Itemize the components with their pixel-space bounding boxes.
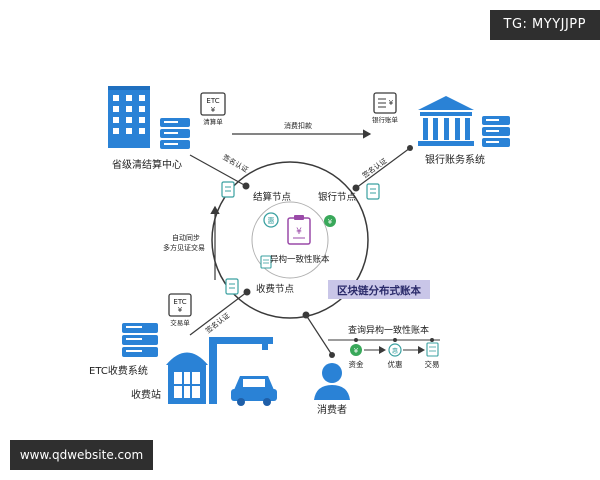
label-sign-auth-top-right: 签名认证: [361, 156, 389, 180]
query-dot-2: [393, 338, 397, 342]
bank-sheet-icon: ¥: [373, 92, 397, 114]
svg-text:¥: ¥: [389, 99, 394, 107]
document-icon-top-right: [366, 183, 380, 200]
toll-gate-arm-icon: [209, 337, 273, 404]
svg-text:¥: ¥: [211, 106, 216, 114]
svg-text:惠: 惠: [268, 216, 275, 225]
watermark-bottom-badge: www.qdwebsite.com: [10, 440, 153, 470]
document-icon-bottom-left: [225, 278, 239, 295]
discount-coin-icon: 惠: [263, 212, 279, 228]
edge-center-to-ring: [189, 154, 247, 187]
ledger-banner: 区块链分布式账本: [337, 284, 421, 297]
label-bank-sheet: 银行账单: [372, 115, 399, 124]
ledger-clipboard-icon: ¥: [287, 215, 311, 245]
label-funds: 资金: [349, 359, 364, 369]
bank-dot: [407, 145, 413, 151]
yuan-coin-icon: ¥: [324, 215, 336, 227]
query-dot-1: [354, 338, 358, 342]
label-bank-system: 银行账务系统: [425, 153, 485, 166]
label-sign-auth-top-left: 签名认证: [221, 152, 250, 174]
label-toll-station: 收费站: [131, 388, 161, 401]
label-auto-sync-line1: 自动同步: [172, 233, 200, 242]
bank-building-icon: [418, 96, 474, 146]
discount-icon: 惠: [388, 343, 402, 357]
clearing-sheet-icon: ETC ¥: [200, 92, 226, 116]
watermark-top-badge: TG: MYYJJPP: [489, 10, 600, 40]
transaction-sheet-icon: ETC ¥: [168, 293, 192, 317]
edge-bank-to-ring: [355, 147, 411, 189]
label-transaction: 交易: [425, 359, 440, 369]
label-transaction-sheet: 交易单: [170, 318, 190, 327]
transaction-doc-icon: [426, 342, 439, 357]
label-bank-node: 银行节点: [318, 191, 357, 203]
label-etc-system: ETC收费系统: [89, 364, 148, 377]
svg-text:¥: ¥: [328, 218, 333, 226]
consumer-person-icon: [314, 363, 350, 400]
document-icon-top-left: [221, 181, 235, 198]
label-consumption-deduction: 消费扣款: [284, 121, 312, 130]
inner-ledger-ring: [251, 201, 329, 279]
svg-text:ETC: ETC: [173, 298, 186, 306]
label-settlement-node: 结算节点: [253, 191, 292, 203]
svg-text:¥: ¥: [178, 306, 183, 314]
toll-booth-icon: [166, 352, 208, 404]
car-icon: [231, 376, 277, 406]
transaction-doc-small-icon: [260, 255, 272, 269]
label-auto-sync-line2: 多方见证交易: [163, 243, 205, 252]
label-query-title: 查询异构一致性账本: [348, 324, 429, 336]
server-icon-center: [160, 118, 190, 149]
label-discount: 优惠: [388, 359, 403, 369]
svg-text:¥: ¥: [354, 347, 359, 355]
edge-consumer-to-ring: [305, 314, 333, 356]
label-clearing-sheet: 清算单: [203, 117, 223, 126]
edge-etc-to-ring: [189, 291, 248, 336]
server-icon-etc: [122, 323, 158, 357]
svg-text:¥: ¥: [296, 227, 302, 237]
ledger-banner-bg: [328, 280, 430, 299]
label-center-ledger: 异构一致性账本: [270, 254, 330, 265]
blockchain-ring: [211, 161, 369, 319]
server-icon-bank: [482, 116, 510, 147]
consumer-dot: [329, 352, 335, 358]
building-icon: [108, 86, 150, 148]
svg-text:惠: 惠: [392, 347, 398, 355]
label-consumer: 消费者: [317, 403, 347, 416]
svg-text:ETC: ETC: [206, 97, 219, 105]
label-provincial-center: 省级清结算中心: [112, 158, 182, 171]
funds-coin-icon: ¥: [350, 344, 362, 356]
label-toll-node: 收费节点: [256, 283, 295, 295]
query-dot-3: [430, 338, 434, 342]
